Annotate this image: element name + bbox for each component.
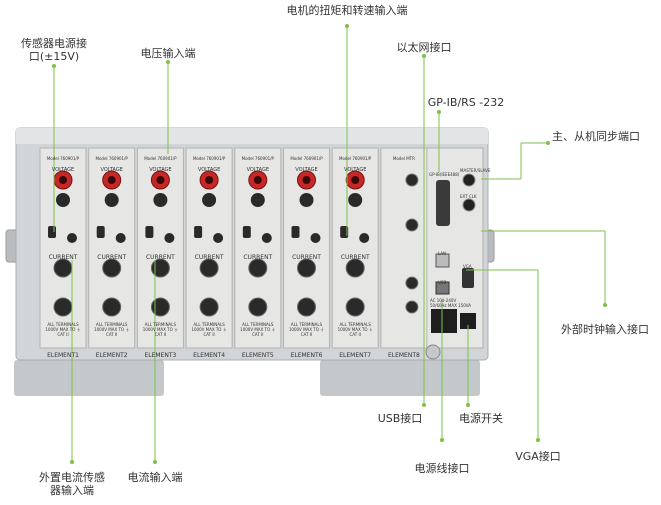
callout-master-slave-sync: 主、从机同步端口: [552, 130, 640, 143]
terminal-warning-label: ALL TERMINALS 1000V MAX TO ⏚ CAT II: [142, 322, 179, 337]
terminal-warning-label: ALL TERMINALS 1000V MAX TO ⏚ CAT II: [337, 322, 373, 337]
motor-module: [380, 147, 428, 349]
terminal-warning-label: ALL TERMINALS 1000V MAX TO ⏚ CAT II: [45, 322, 81, 337]
callout-power-switch: 电源开关: [459, 412, 503, 425]
module-model-label: Model 760901/P: [241, 156, 274, 161]
rear-ext-clk-label: EXT CLK: [460, 194, 477, 199]
module-voltage-label: VOLTAGE: [100, 167, 123, 173]
callout-torque-speed-input: 电机的扭矩和转速输入端: [286, 4, 408, 17]
module-model-label: Model 760901/P: [192, 156, 226, 161]
module-current-label: CURRENT: [48, 254, 78, 261]
module-model-label: Model 760901/P: [290, 156, 323, 161]
element-module-5: [234, 147, 282, 349]
rear-power-rating: AC 100-240V 50/60Hz MAX 150VA: [430, 298, 471, 308]
module-model-label: Model 760901/P: [339, 156, 372, 161]
motor-model-label: Model MTR: [392, 156, 415, 161]
module-current-label: CURRENT: [194, 254, 224, 261]
module-element-label: ELEMENT3: [144, 352, 177, 359]
module-model-label: Model 760901/P: [46, 156, 80, 161]
element-module-3: [136, 147, 184, 349]
module-element-label: ELEMENT7: [339, 352, 372, 359]
element-module-4: [185, 147, 233, 349]
terminal-warning-label: ALL TERMINALS 1000V MAX TO ⏚ CAT II: [191, 322, 227, 337]
rear-gpib-label: GP-IB(IEEE488): [429, 172, 460, 177]
terminal-warning-label: ALL TERMINALS 1000V MAX TO ⏚ CAT II: [94, 322, 130, 337]
module-element-label: ELEMENT1: [47, 352, 79, 359]
callout-vga: VGA接口: [515, 450, 561, 463]
callout-power-cord: 电源线接口: [414, 462, 470, 475]
element-module-6: [283, 147, 330, 349]
callout-external-current-sensor: 外置电流传感 器输入端: [39, 471, 105, 497]
motor-element-label: ELEMENT8: [387, 352, 420, 359]
module-voltage-label: VOLTAGE: [51, 167, 75, 173]
terminal-warning-label: ALL TERMINALS 1000V MAX TO ⏚ CAT II: [288, 322, 325, 337]
rear-master-slave-label: MASTER/SLAVE: [460, 168, 491, 173]
module-element-label: ELEMENT2: [95, 352, 128, 359]
module-current-label: CURRENT: [243, 254, 273, 261]
module-current-label: CURRENT: [145, 254, 175, 261]
callout-ethernet: 以太网接口: [396, 41, 452, 54]
callout-voltage-input: 电压输入端: [140, 47, 196, 60]
element-module-2: [88, 147, 136, 349]
module-current-label: CURRENT: [340, 254, 370, 261]
module-voltage-label: VOLTAGE: [149, 167, 172, 173]
module-current-label: CURRENT: [97, 254, 127, 261]
module-element-label: ELEMENT6: [290, 352, 323, 359]
module-voltage-label: VOLTAGE: [343, 167, 367, 173]
callout-sensor-power: 传感器电源接 口(±15V): [21, 37, 87, 63]
module-model-label: Model 760901/P: [144, 156, 177, 161]
module-model-label: Model 760901/P: [95, 156, 128, 161]
module-current-label: CURRENT: [292, 254, 321, 261]
callout-usb: USB接口: [377, 412, 423, 425]
callout-gpib-rs232: GP-IB/RS -232: [427, 96, 505, 109]
rear-usb-label: USB: [438, 280, 447, 285]
module-voltage-label: VOLTAGE: [246, 167, 269, 173]
callout-external-clock: 外部时钟输入接口: [561, 323, 649, 336]
module-voltage-label: VOLTAGE: [295, 167, 318, 173]
terminal-warning-label: ALL TERMINALS 1000V MAX TO ⏚ CAT II: [240, 322, 276, 337]
callout-current-input: 电流输入端: [127, 471, 183, 484]
element-module-1: [39, 147, 87, 349]
element-module-7: [331, 147, 379, 349]
module-voltage-label: VOLTAGE: [197, 167, 221, 173]
module-element-label: ELEMENT4: [193, 352, 226, 359]
rear-vga-label: VGA: [463, 264, 472, 269]
rear-lan-label: LAN: [438, 251, 447, 256]
module-element-label: ELEMENT5: [241, 352, 274, 359]
